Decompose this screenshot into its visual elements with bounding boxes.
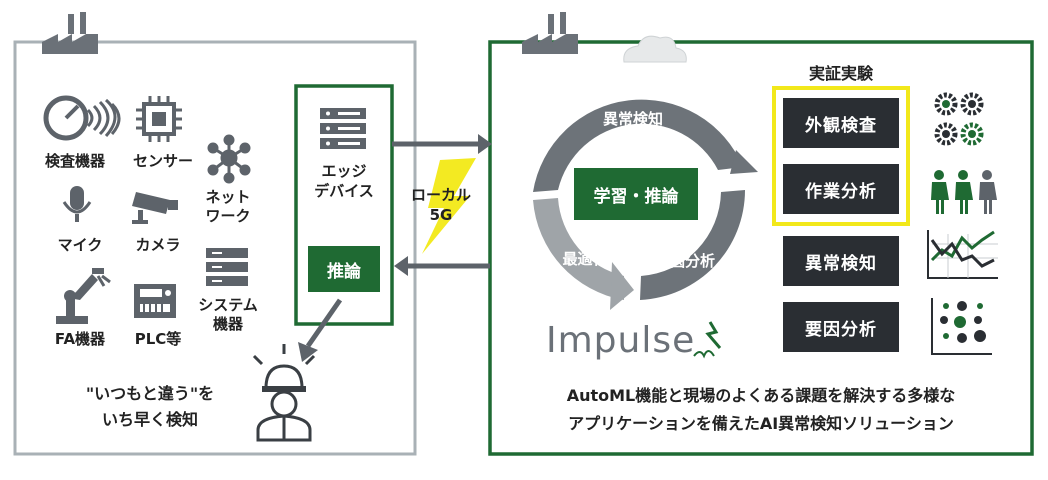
plc-icon [134, 284, 176, 318]
system-label-line2: 機器 [212, 315, 243, 333]
mic-icon [62, 186, 92, 222]
demo-item-work-analysis: 作業分析 [783, 164, 899, 214]
factory-icon-right [522, 12, 578, 54]
demo-title: 実証実験 [808, 64, 873, 83]
plc-label: PLC等 [134, 330, 182, 348]
inspection-device-label: 検査機器 [44, 152, 105, 170]
item-cause-analysis: 要因分析 [783, 302, 899, 352]
impulse-logo: Impulse [546, 320, 696, 361]
impulse-logo-mark [693, 321, 722, 359]
cycle-label-anomaly: 異常検知 [602, 110, 663, 128]
uplink-arrow [392, 134, 492, 154]
cloud-icon [623, 35, 687, 63]
message-line1: "いつもと違う"を [85, 384, 215, 403]
trend-chart-icon [927, 230, 998, 279]
fa-device-label: FA機器 [54, 330, 106, 348]
robot-arm-icon [56, 268, 111, 324]
caption-line2: アプリケーションを備えたAI異常検知ソリューション [568, 414, 954, 433]
gears-icon [934, 92, 984, 146]
local-5g-label-line1: ローカル [410, 186, 471, 204]
edge-server-icon [320, 108, 366, 149]
factory-icon [42, 12, 98, 54]
cluster-scatter-icon [931, 298, 992, 355]
sensor-label: センサー [132, 152, 193, 170]
cycle-label-optimize: 最適化 [562, 250, 608, 268]
network-icon [207, 134, 251, 184]
cycle-ring [533, 99, 758, 310]
gauge-sound-icon [43, 95, 121, 141]
left-panel-frame [13, 40, 417, 456]
camera-label: カメラ [135, 236, 181, 254]
local-5g-label-line2: 5G [429, 206, 453, 224]
edge-device-frame [294, 84, 394, 326]
alert-arrow [298, 298, 343, 362]
demo-frame [772, 86, 910, 226]
worker-icon [252, 344, 316, 442]
edge-device-label-line2: デバイス [314, 182, 374, 200]
network-label-line2: ワーク [205, 207, 251, 225]
chip-icon [136, 96, 182, 142]
right-panel-frame [488, 40, 1034, 456]
system-label-line1: システム [198, 296, 258, 314]
caption-line1: AutoML機能と現場のよくある課題を解決する多様な [566, 386, 956, 405]
mic-label: マイク [57, 236, 103, 254]
edge-device-label-line1: エッジ [321, 162, 367, 180]
demo-item-appearance: 外観検査 [783, 98, 899, 148]
downlink-arrow [394, 256, 490, 276]
item-anomaly-detection: 異常検知 [783, 236, 899, 286]
inference-box: 推論 [308, 246, 380, 292]
camera-icon [132, 192, 178, 224]
cycle-label-cause: 要因分析 [654, 252, 715, 270]
server-icon [206, 248, 248, 286]
message-line2: いち早く検知 [101, 410, 198, 429]
workers-group-icon [931, 170, 997, 214]
network-label-line1: ネット [205, 188, 251, 206]
learning-inference-box: 学習・推論 [574, 168, 698, 220]
lightning-icon [422, 158, 476, 254]
